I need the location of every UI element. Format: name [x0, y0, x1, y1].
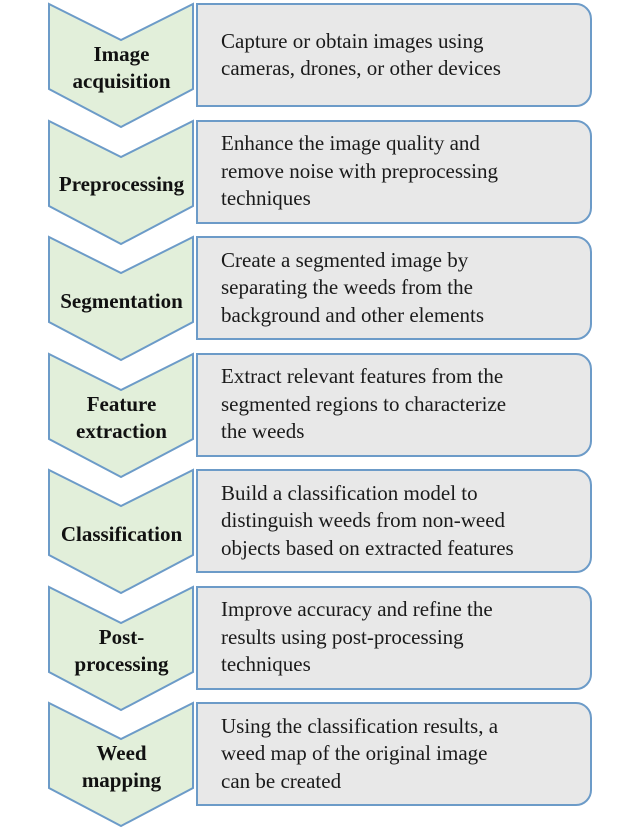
step-label: Post- processing: [74, 624, 169, 676]
step-chevron: Weed mapping: [48, 701, 195, 828]
chevron-arrow-shape: [48, 235, 194, 362]
step-label: Preprocessing: [58, 172, 185, 196]
step-segmentation: Segmentation Create a segmented image by…: [0, 235, 640, 362]
chevron-arrow-shape: [48, 468, 194, 595]
step-chevron: Post- processing: [48, 584, 195, 711]
step-label: Classification: [60, 521, 183, 546]
step-chevron: Segmentation: [48, 235, 195, 362]
step-preprocessing: Preprocessing Enhance the image quality …: [0, 118, 640, 245]
step-label: Segmentation: [60, 288, 183, 313]
chevron-arrow-shape: [48, 584, 194, 711]
step-description: Build a classification model to distingu…: [221, 480, 514, 560]
chevron-arrow-shape: [48, 2, 194, 129]
step-description-box: Enhance the image quality and remove noi…: [196, 119, 592, 224]
step-image-acquisition: Image acquisition Capture or obtain imag…: [0, 2, 640, 129]
step-description-box: Create a segmented image by separating t…: [196, 236, 592, 340]
step-classification: Classification Build a classification mo…: [0, 468, 640, 595]
step-description: Capture or obtain images using cameras, …: [221, 28, 501, 81]
step-weed-mapping: Weed mapping Using the classification re…: [0, 701, 640, 828]
step-post-processing: Post- processing Improve accuracy and re…: [0, 584, 640, 711]
step-description: Extract relevant features from the segme…: [221, 364, 507, 444]
step-chevron: Preprocessing: [48, 118, 195, 245]
step-description: Enhance the image quality and remove noi…: [221, 131, 499, 211]
step-description: Create a segmented image by separating t…: [221, 247, 484, 327]
step-label: Image acquisition: [72, 42, 171, 93]
step-label: Feature extraction: [76, 391, 167, 443]
step-description-box: Using the classification results, a weed…: [196, 702, 592, 806]
step-description-box: Extract relevant features from the segme…: [196, 352, 592, 457]
step-description-box: Improve accuracy and refine the results …: [196, 585, 592, 690]
step-description-box: Build a classification model to distingu…: [196, 469, 592, 573]
step-feature-extraction: Feature extraction Extract relevant feat…: [0, 351, 640, 478]
step-chevron: Feature extraction: [48, 351, 195, 478]
step-chevron: Image acquisition: [48, 2, 195, 129]
step-description: Improve accuracy and refine the results …: [221, 597, 493, 677]
step-label: Weed mapping: [81, 741, 162, 792]
chevron-arrow-shape: [48, 351, 194, 478]
chevron-arrow-shape: [48, 701, 194, 828]
step-description-box: Capture or obtain images using cameras, …: [196, 3, 592, 107]
chevron-arrow-shape: [48, 118, 194, 245]
step-chevron: Classification: [48, 468, 195, 595]
step-description: Using the classification results, a weed…: [221, 713, 499, 793]
